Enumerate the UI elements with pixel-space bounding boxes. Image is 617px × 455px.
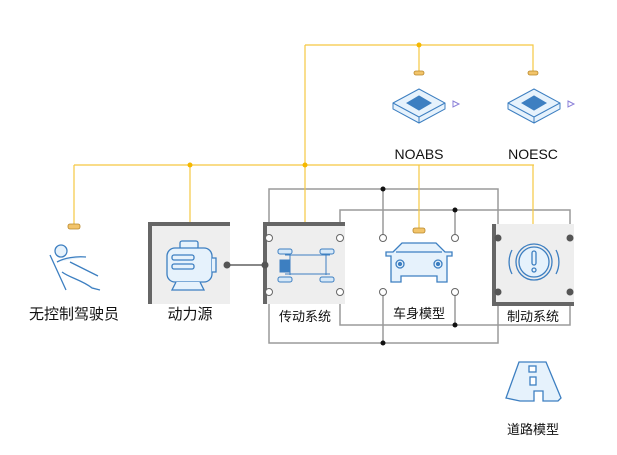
car-front-icon bbox=[385, 242, 453, 283]
chip-icon[interactable] bbox=[507, 88, 576, 124]
bus-connectors bbox=[67, 70, 540, 234]
vehicle-body-block[interactable] bbox=[379, 234, 459, 296]
block-label-brake: 制动系统 bbox=[506, 310, 560, 325]
block-label-vehicle: 车身模型 bbox=[392, 307, 446, 322]
drivetrain-icon bbox=[277, 248, 335, 283]
engine-icon bbox=[166, 240, 217, 291]
block-label-noesc: NOESC bbox=[508, 146, 558, 162]
brake-warning-icon bbox=[508, 243, 560, 281]
signal-bus[interactable] bbox=[73, 44, 534, 228]
block-label-road: 道路模型 bbox=[506, 423, 560, 438]
road-icon[interactable] bbox=[505, 361, 562, 402]
wire-junctions bbox=[380, 186, 458, 346]
chip-icon[interactable] bbox=[392, 88, 461, 124]
brake-system-block[interactable] bbox=[492, 224, 574, 306]
block-label-driver: 无控制驾驶员 bbox=[28, 305, 120, 323]
wire-vehicle-ports[interactable] bbox=[382, 189, 456, 343]
block-label-noabs: NOABS bbox=[394, 146, 444, 162]
block-label-power: 动力源 bbox=[167, 305, 213, 323]
transmission-block[interactable] bbox=[261, 222, 346, 304]
driver-seated-icon bbox=[49, 244, 101, 291]
power-source-block[interactable] bbox=[148, 222, 231, 304]
block-label-transmission: 传动系统 bbox=[278, 310, 332, 325]
